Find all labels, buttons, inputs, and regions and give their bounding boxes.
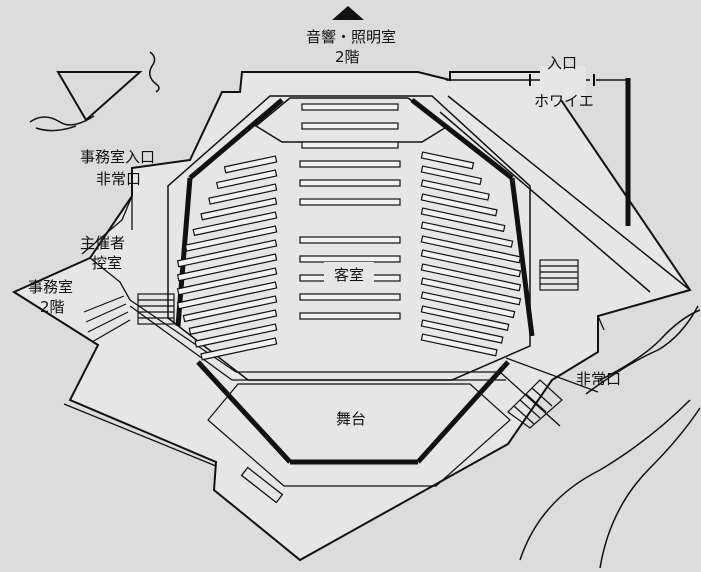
stage-outline xyxy=(207,383,511,487)
seat-row-right xyxy=(420,207,506,233)
side-rooms xyxy=(63,195,605,467)
label-sound-lighting-room: 音響・照明室 xyxy=(306,28,396,46)
seat-row-right xyxy=(420,249,522,278)
seat-row-center xyxy=(299,179,401,187)
seat-row-right xyxy=(420,319,504,344)
seat-row-right xyxy=(420,305,510,331)
seat-row-right xyxy=(420,165,483,186)
seat-row-center xyxy=(299,236,401,244)
seat-row-left xyxy=(176,267,278,296)
seat-row-left xyxy=(184,225,278,252)
seat-row-right xyxy=(420,333,498,357)
label-organizer-room-line1: 主催者 xyxy=(80,234,125,252)
seat-row-center xyxy=(301,141,399,149)
seat-row-left xyxy=(200,337,278,361)
seat-row-center xyxy=(299,293,401,301)
landmark-triangle xyxy=(56,71,143,122)
label-office-emergency-exit: 非常口 xyxy=(96,170,141,188)
seat-row-left xyxy=(223,155,278,174)
bottom-window xyxy=(240,466,284,504)
seat-row-left xyxy=(192,211,278,237)
top-marker xyxy=(332,6,364,20)
seat-row-left xyxy=(176,253,278,282)
label-bg-auditorium xyxy=(324,262,374,286)
water-lines xyxy=(29,51,701,569)
label-bg-entrance xyxy=(540,66,586,100)
label-office-entrance: 事務室入口 xyxy=(80,148,155,166)
seat-row-center xyxy=(299,255,401,263)
seat-row-left xyxy=(208,183,278,205)
label-office-floor: 2階 xyxy=(40,298,65,316)
seat-row-center xyxy=(301,122,399,130)
seat-row-left xyxy=(215,169,278,190)
seat-row-center xyxy=(301,103,399,111)
seat-row-right xyxy=(420,235,522,264)
seat-row-right xyxy=(420,291,516,319)
seat-row-right xyxy=(420,151,475,170)
staircase-right xyxy=(507,259,579,429)
seat-row-left xyxy=(200,197,278,221)
seat-row-right xyxy=(420,179,490,201)
seat-row-center xyxy=(299,198,401,206)
staircase-left xyxy=(83,293,175,343)
label-stage: 舞台 xyxy=(336,410,366,428)
seat-row-right xyxy=(420,193,498,217)
seating-area xyxy=(176,103,522,361)
seat-row-right xyxy=(420,221,514,248)
label-foyer: ホワイエ xyxy=(534,92,594,110)
control-booth xyxy=(254,97,450,143)
seat-row-left xyxy=(176,239,278,268)
seat-row-center xyxy=(299,312,401,320)
label-entrance: 入口 xyxy=(547,54,577,72)
label-office-room: 事務室 xyxy=(28,278,73,296)
seat-row-left xyxy=(182,295,278,323)
label-organizer-room-line2: 控室 xyxy=(92,254,122,272)
label-sound-lighting-floor: 2階 xyxy=(335,48,360,66)
seat-row-left xyxy=(176,281,278,310)
seat-row-left xyxy=(194,323,278,348)
label-auditorium: 客室 xyxy=(334,266,364,284)
seat-row-center xyxy=(299,160,401,168)
seat-row-left xyxy=(188,309,278,335)
label-emergency-exit-right: 非常口 xyxy=(576,370,621,388)
seat-row-right xyxy=(420,263,522,292)
seat-row-right xyxy=(420,277,522,306)
